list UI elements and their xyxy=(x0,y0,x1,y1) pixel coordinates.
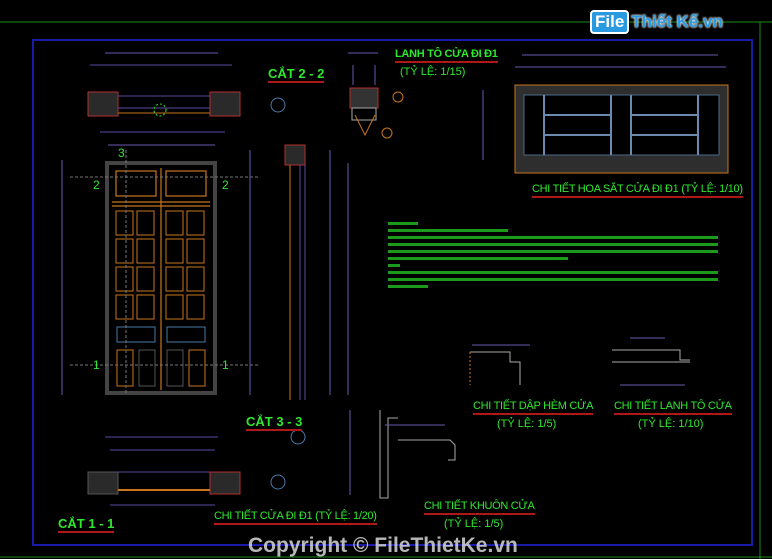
door-glass-panel xyxy=(136,266,155,292)
door-glass-panel xyxy=(186,294,205,320)
lintel-drawing xyxy=(348,52,404,139)
note-text-line xyxy=(388,264,400,267)
note-text-line xyxy=(388,222,418,225)
door-glass-panel xyxy=(115,294,134,320)
groove-title: CHI TIẾT DẬP HÈM CỬA xyxy=(473,400,593,415)
drawing-border xyxy=(32,39,753,546)
note-text-line xyxy=(388,250,718,253)
logo-text: Thiết Kế.vn xyxy=(631,12,723,31)
door-glass-panel xyxy=(165,294,184,320)
note-text-line xyxy=(388,243,718,246)
door-title: CHI TIẾT CỬA ĐI Đ1 (TỶ LỆ: 1/20) xyxy=(214,510,377,525)
frame-title: CHI TIẾT KHUÔN CỬA xyxy=(424,500,535,515)
section-3-3-drawing xyxy=(249,144,331,445)
section-label-1-1: CẮT 1 - 1 xyxy=(58,516,115,533)
door-glass-panel xyxy=(165,210,184,236)
section-mark-1-left: 1 xyxy=(93,358,100,372)
section-mark-1-right: 1 xyxy=(222,358,229,372)
section-mark-2-left: 2 xyxy=(93,178,100,192)
note-text-line xyxy=(388,229,508,232)
door-glass-panel xyxy=(186,238,205,264)
frame-scale: (TỶ LỆ: 1/5) xyxy=(444,518,504,530)
door-elevation xyxy=(61,144,349,395)
iron-grille-title: CHI TIẾT HOA SẮT CỬA ĐI Đ1 (TỶ LỆ: 1/10) xyxy=(532,183,743,198)
groove-scale: (TỶ LỆ: 1/5) xyxy=(497,418,557,430)
door-glass-panel xyxy=(136,238,155,264)
note-text-line xyxy=(388,278,718,281)
lintel-title: LANH TÔ CỬA ĐI Đ1 xyxy=(395,48,498,63)
door-glass-panel xyxy=(165,266,184,292)
frame-drawing xyxy=(349,410,456,499)
lintel-detail-scale: (TỶ LỆ: 1/10) xyxy=(638,418,704,430)
section-2-2-drawing xyxy=(87,52,286,146)
door-glass-panel xyxy=(115,210,134,236)
iron-grille-drawing xyxy=(482,54,729,174)
notes-block xyxy=(388,222,718,288)
copyright-watermark: Copyright © FileThietKe.vn xyxy=(248,534,518,557)
lintel-detail-drawing xyxy=(612,337,690,386)
note-text-line xyxy=(388,285,428,288)
note-text-line xyxy=(388,236,718,239)
section-1-1-drawing xyxy=(87,436,286,506)
door-glass-panel xyxy=(186,266,205,292)
door-glass-panel xyxy=(136,294,155,320)
door-glass-panel xyxy=(115,266,134,292)
door-glass-panel xyxy=(136,210,155,236)
door-glass-panel xyxy=(115,238,134,264)
lintel-detail-title: CHI TIẾT LANH TÔ CỬA xyxy=(614,400,732,415)
filethietke-logo: File Thiết Kế.vn xyxy=(590,10,723,34)
lintel-scale: (TỶ LỆ: 1/15) xyxy=(400,66,466,78)
note-text-line xyxy=(388,271,718,274)
groove-drawing xyxy=(469,344,530,385)
logo-box: File xyxy=(590,10,630,34)
door-glass-panel xyxy=(165,238,184,264)
section-label-2-2: CẮT 2 - 2 xyxy=(268,66,325,83)
section-mark-2-right: 2 xyxy=(222,178,229,192)
note-text-line xyxy=(388,257,568,260)
section-mark-3: 3 xyxy=(118,146,125,160)
section-label-3-3: CẮT 3 - 3 xyxy=(246,414,303,431)
door-glass-panel xyxy=(186,210,205,236)
